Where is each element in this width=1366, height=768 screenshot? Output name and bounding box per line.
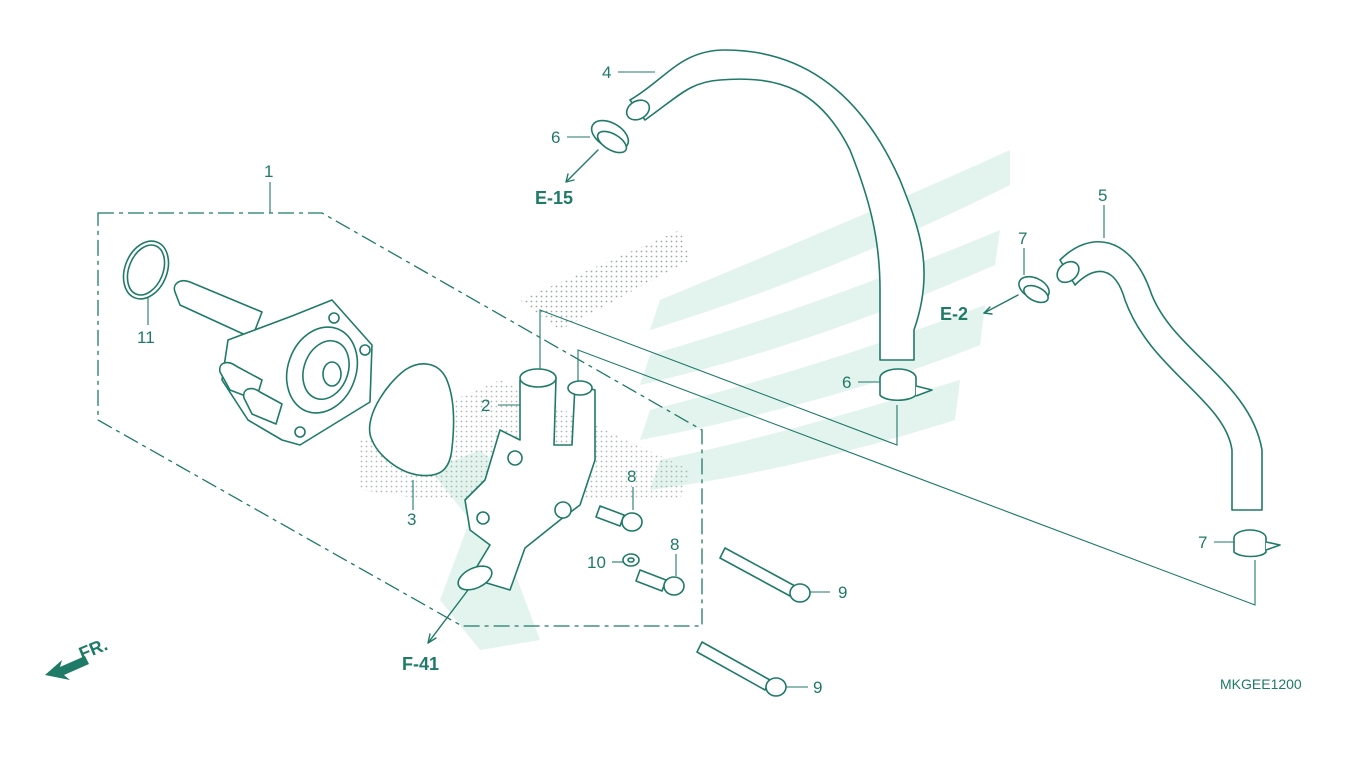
callout-9-upper: 9 [838, 583, 847, 602]
diagram-code: MKGEE1200 [1220, 676, 1302, 692]
callout-4: 4 [602, 63, 611, 82]
clamp-part-7-lower [1233, 529, 1281, 558]
front-label: FR. [76, 634, 110, 663]
assembly-outline [97, 212, 703, 627]
front-arrow-icon [45, 656, 89, 680]
o-ring-part-11 [122, 240, 170, 300]
callout-5: 5 [1098, 186, 1107, 205]
bolt-part-9-lower [696, 641, 787, 697]
callout-9-lower: 9 [813, 678, 822, 697]
clamp-part-6-upper [590, 119, 630, 154]
callout-7-upper: 7 [1018, 229, 1027, 248]
hose-part-5 [1059, 241, 1263, 511]
ref-e15[interactable]: E-15 [535, 188, 573, 208]
callout-3: 3 [407, 510, 416, 529]
callouts: 1 2 3 4 5 6 6 7 7 8 8 9 9 10 11 [137, 63, 1207, 697]
bolt-part-8-lower [635, 569, 685, 596]
clamp-part-6-lower [879, 368, 933, 402]
callout-6-upper: 6 [551, 128, 560, 147]
leader-lines [147, 71, 1256, 688]
water-pump-part-1 [173, 279, 373, 446]
water-outlet-joint-part-2 [457, 368, 596, 591]
callout-1: 1 [264, 162, 273, 181]
ref-e2[interactable]: E-2 [940, 304, 968, 324]
bolt-part-8-upper [595, 505, 643, 532]
callout-6-lower: 6 [842, 373, 851, 392]
washer-part-10 [622, 553, 640, 567]
ref-f41[interactable]: F-41 [402, 654, 439, 674]
callout-8-lower: 8 [670, 535, 679, 554]
hose-part-4 [629, 49, 925, 361]
bolt-part-9-upper [719, 547, 811, 603]
callout-2: 2 [481, 396, 490, 415]
callout-11: 11 [137, 328, 155, 347]
clamp-part-7-upper [1018, 275, 1050, 304]
callout-7-lower: 7 [1198, 533, 1207, 552]
callout-8-upper: 8 [627, 467, 636, 486]
gasket-part-3 [368, 363, 455, 477]
callout-10: 10 [587, 553, 606, 572]
